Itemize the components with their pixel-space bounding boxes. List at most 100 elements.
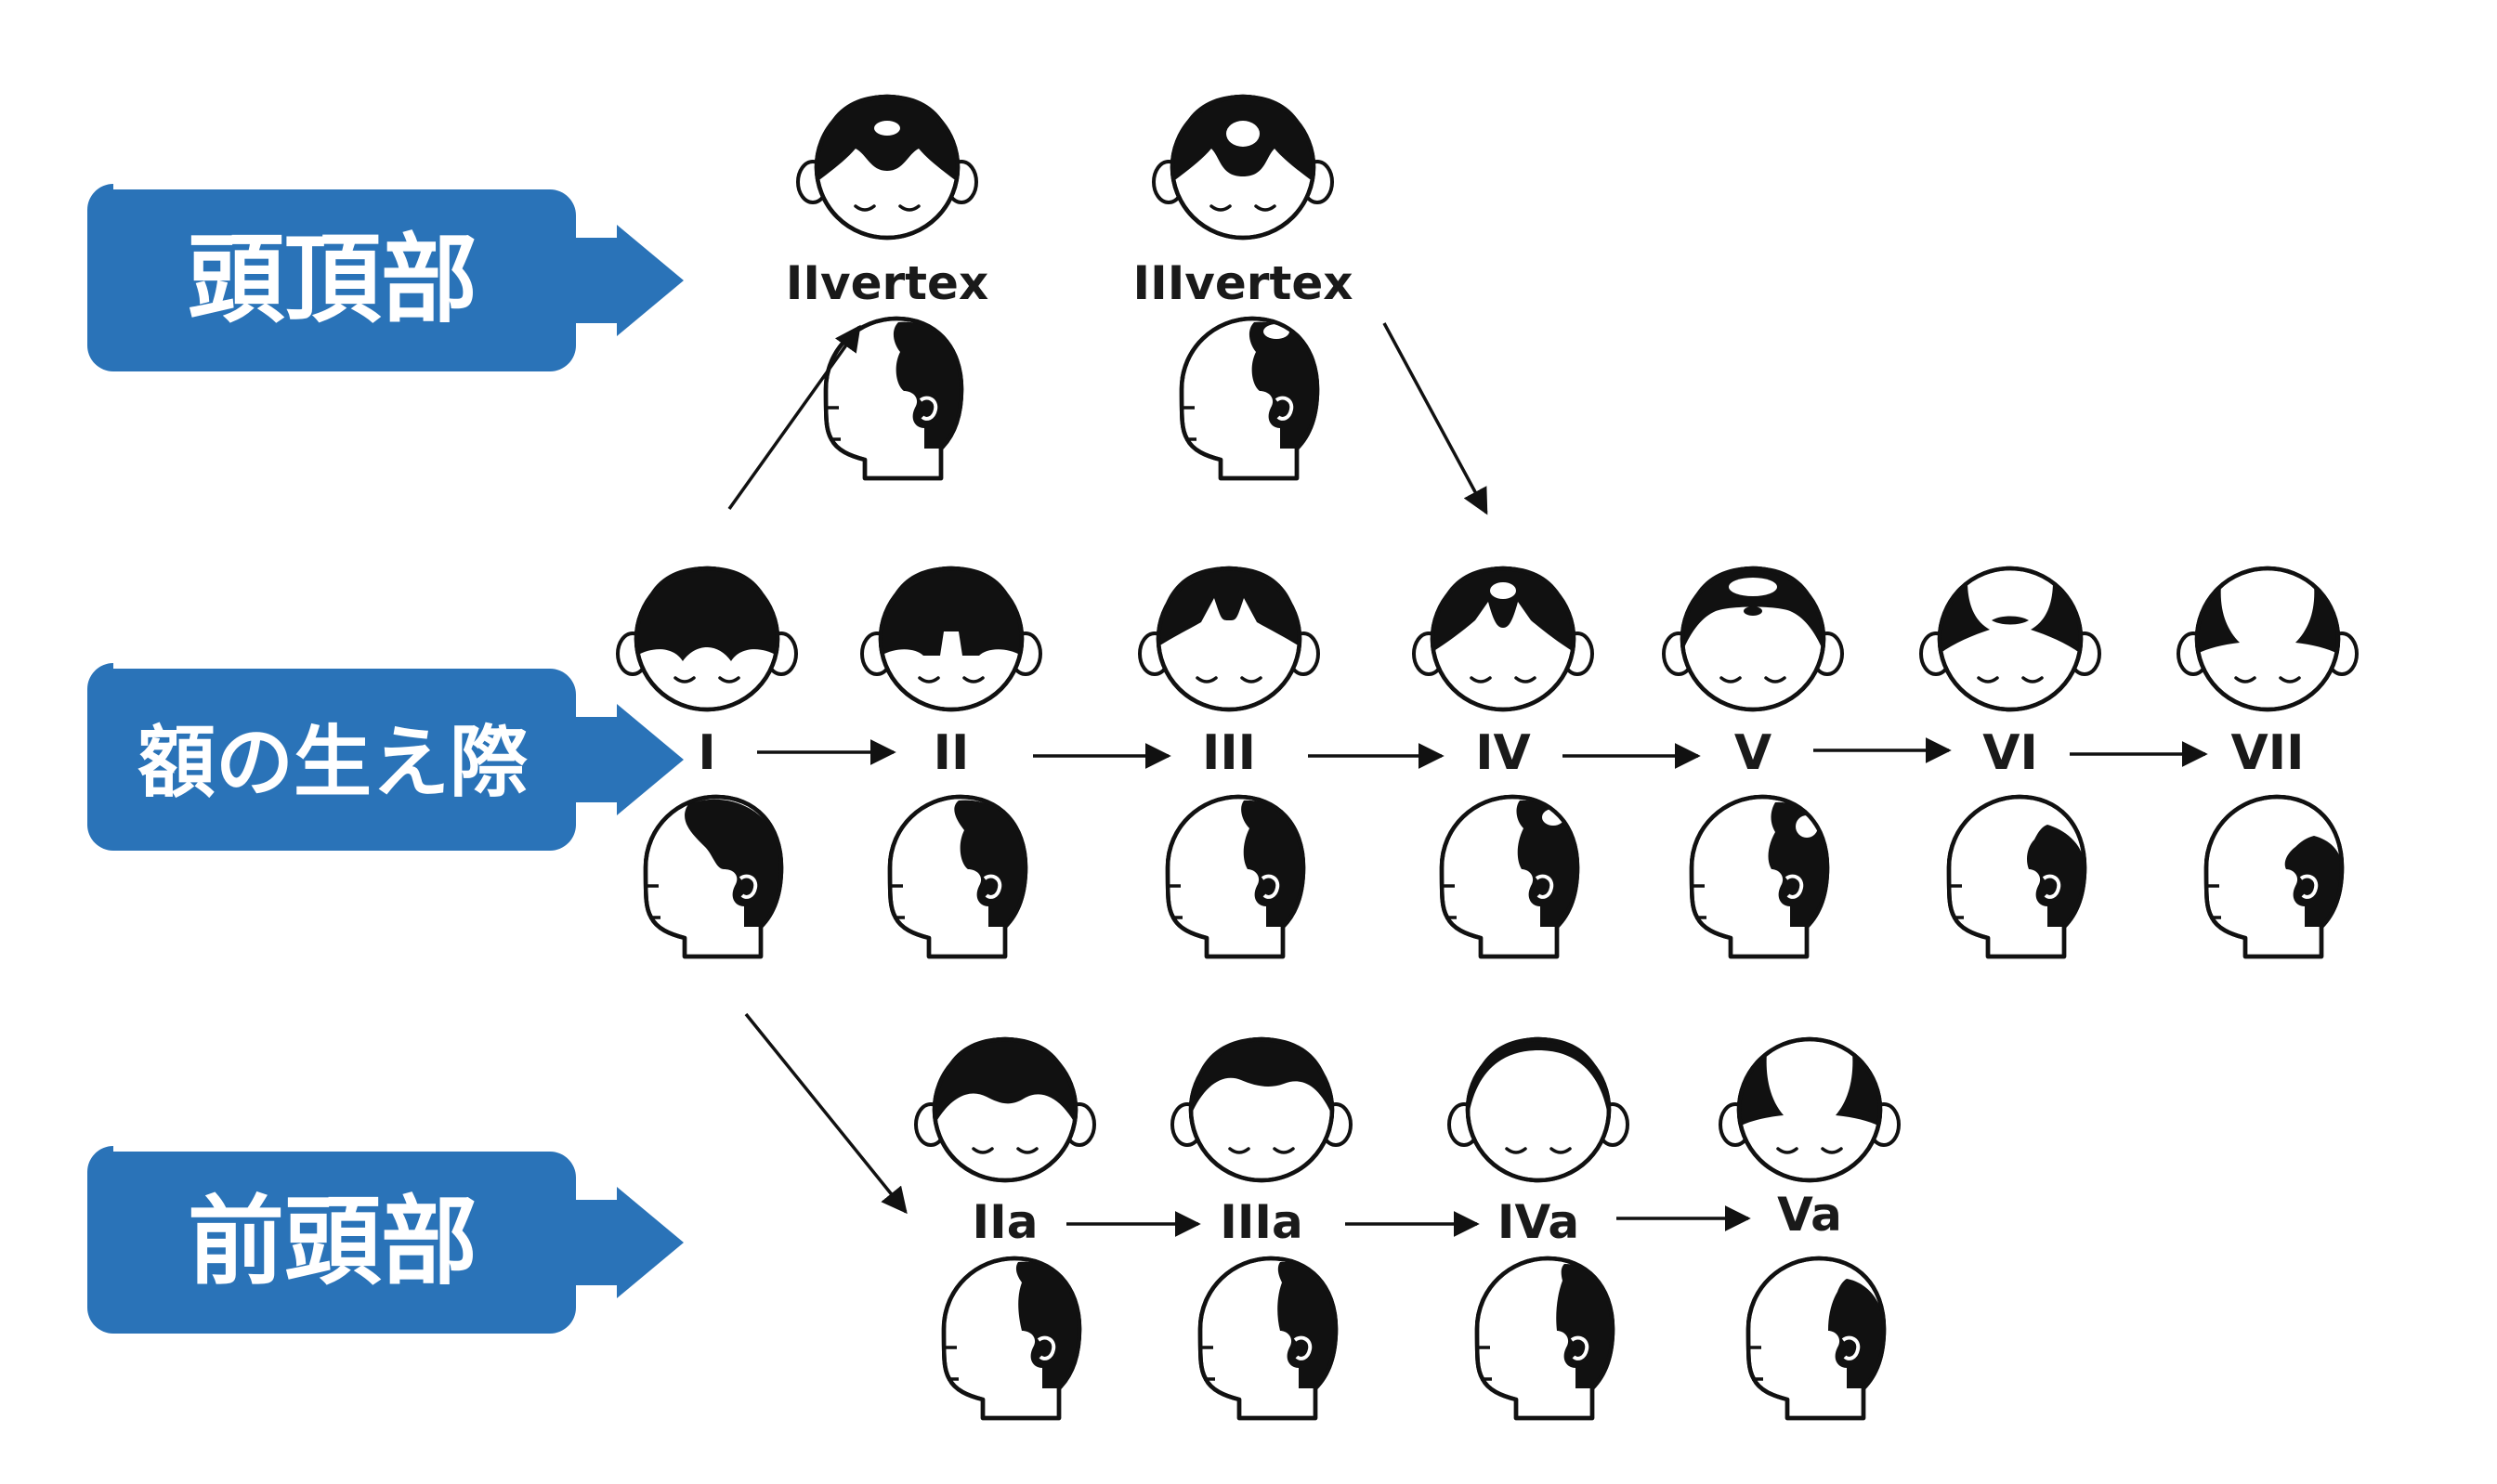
ear [1275,396,1294,421]
face-outline [878,566,1025,712]
ear [1570,1335,1589,1360]
ear [1841,1335,1861,1360]
hair [1516,800,1577,927]
ear [2299,874,2319,899]
hair [1241,800,1303,927]
face-outline [1736,1036,1883,1183]
eye-right [1254,204,1276,212]
hair [1739,1052,1880,1126]
side-head-icon [643,794,784,959]
stage-VI: VI [1919,566,2101,959]
eye-left [1977,676,1999,683]
hair [1248,321,1317,449]
eye-right [2279,676,2301,683]
front-head-icon [1447,1036,1629,1183]
side-head-icon [941,1256,1082,1421]
stage-Va: Va [1719,1036,1901,1421]
face-outline [1170,94,1316,241]
stage-label: IIa [973,1195,1039,1249]
arrow-I-to-IIvertex [727,324,861,511]
ear [1293,1335,1313,1360]
front-head-icon [1170,1036,1353,1183]
hair-tuft [1744,606,1762,616]
eye-left [1228,1147,1250,1154]
eye-right [718,676,740,683]
side-head-icon [1165,794,1306,959]
face-outline [1430,566,1576,712]
side-head-icon [1946,794,2087,959]
hair [1468,1037,1609,1123]
stage-I: I [616,566,798,959]
ear [919,396,938,421]
ear [739,874,758,899]
stage-label: IV [1475,725,1531,781]
ear [2042,874,2061,899]
eye-left [854,204,876,212]
face-outline [932,1036,1079,1183]
bald-spot [1263,324,1289,339]
face-outline [1465,1036,1612,1183]
category-label-frontal: 前頭部 [188,1185,477,1298]
side-head-icon [1439,794,1580,959]
front-head-icon [616,566,798,712]
front-head-icon [860,566,1042,712]
eye-left [673,676,696,683]
ear [983,874,1002,899]
hair [2197,585,2338,654]
stage-label: IIvertex [786,256,988,310]
side-head-icon [887,794,1028,959]
hair [636,566,778,661]
hair [1828,1279,1884,1388]
category-label-vertex: 頭頂部 [188,223,477,336]
bald-spot [874,121,900,136]
eye-right [1273,1147,1295,1154]
hair [1158,566,1300,646]
ear [1535,874,1554,899]
eye-right [1514,676,1536,683]
stage-VII: VII [2177,566,2359,959]
ear [1037,1335,1056,1360]
flow-arrows [727,322,2208,1237]
face-outline [1156,566,1302,712]
side-head-icon [2203,794,2345,959]
stage-IIvertex: IIvertex [786,94,988,481]
stage-label: IIIa [1220,1195,1303,1249]
front-head-icon [796,94,978,241]
face-outline [1937,566,2084,712]
stage-IIIvertex: IIIvertex [1132,94,1353,481]
side-head-icon [823,316,964,481]
eye-left [1470,676,1492,683]
eye-left [1505,1147,1527,1154]
hair [1556,1264,1613,1388]
side-head-icon [1474,1256,1615,1421]
stage-label: Va [1777,1188,1842,1242]
hair [935,1037,1076,1125]
front-head-icon [1152,94,1334,241]
face-outline [634,566,780,712]
hair [1191,1037,1332,1115]
hair-tuft [2005,617,2016,624]
hair [685,799,781,927]
stage-label: IIIvertex [1132,256,1353,310]
category-badge-vertex: 頭頂部 [87,184,684,371]
ear [1261,874,1280,899]
stage-IV: IV [1412,566,1594,959]
front-head-icon [1919,566,2101,712]
front-head-icon [914,1036,1096,1183]
eye-left [1719,676,1742,683]
arrow-IIIvertex-to-IV [1382,322,1488,515]
face-outline [1680,566,1826,712]
side-head-icon [1197,1256,1339,1421]
eye-left [1209,204,1232,212]
face-outline [814,94,961,241]
stage-V: V [1662,566,1844,959]
eye-right [2021,676,2044,683]
stage-label: II [934,725,970,781]
side-head-icon [1745,1256,1887,1421]
stage-label: I [698,725,715,781]
eye-left [918,676,940,683]
stage-label: IVa [1497,1195,1579,1249]
stage-label: V [1734,725,1771,781]
eye-left [2234,676,2256,683]
